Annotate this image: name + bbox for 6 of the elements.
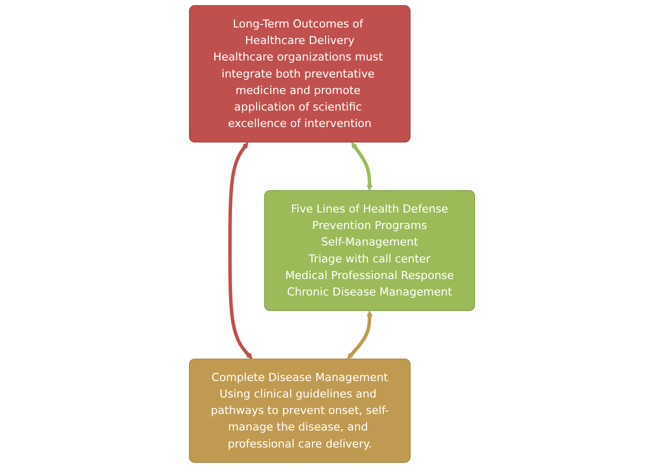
node-box: Five Lines of Health Defense Prevention Programs Self-Management Triage with call center Medical Professional Response Chronic Disease Management xyxy=(264,190,475,311)
node-box: Long-Term Outcomes of Healthcare Delivery Healthcare organizations must integrate both preventative medicine and promote application of scientific excellence of intervention xyxy=(189,5,411,143)
arrow xyxy=(347,310,373,360)
node-box: Complete Disease Management Using clinical guidelines and pathways to prevent onset, self-manage the disease, and professional care delivery. xyxy=(189,358,411,463)
arrow xyxy=(351,142,373,191)
arrow xyxy=(228,142,252,360)
